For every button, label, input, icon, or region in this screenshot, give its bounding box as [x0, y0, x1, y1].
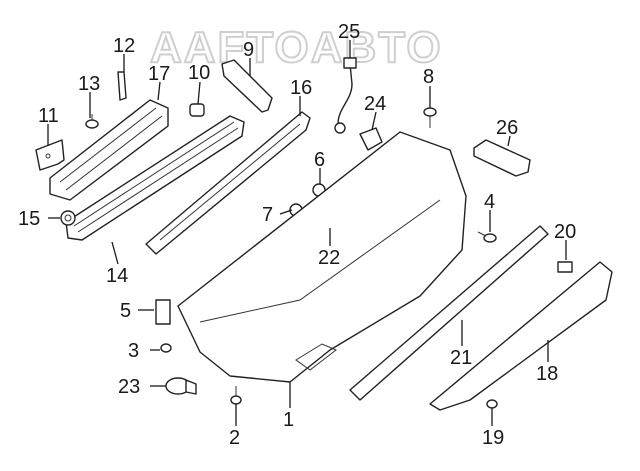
callout-23: 23 — [118, 376, 140, 398]
callout-9: 9 — [243, 39, 254, 61]
callout-11: 11 — [38, 105, 59, 127]
part-5-clip — [155, 299, 171, 325]
part-20-nut — [557, 261, 573, 273]
watermark-logo: AAFTOABTO — [150, 23, 443, 72]
part-4-bolt — [477, 231, 497, 243]
callout-18: 18 — [536, 363, 558, 385]
callout-25: 25 — [338, 21, 360, 43]
callout-17: 17 — [148, 63, 170, 85]
callout-20: 20 — [554, 221, 576, 243]
callout-14: 14 — [106, 265, 128, 287]
callout-22: 22 — [318, 247, 340, 269]
part-8-fastener — [423, 107, 437, 128]
callout-12: 12 — [113, 35, 135, 57]
part-3-screw — [160, 343, 172, 353]
callout-6: 6 — [314, 149, 325, 171]
part-14-reinforcement-beam — [65, 115, 245, 241]
callout-10: 10 — [188, 62, 210, 84]
part-24-sensor — [359, 127, 383, 151]
callout-1: 1 — [283, 409, 294, 431]
part-1-bumper-fascia — [177, 131, 467, 383]
part-23-parking-sensor — [165, 377, 197, 395]
part-2-screw — [230, 386, 242, 405]
part-26-bracket — [473, 139, 531, 177]
callout-13: 13 — [78, 73, 100, 95]
leader-lines — [47, 40, 567, 426]
part-19-clip — [486, 399, 498, 409]
callout-26: 26 — [496, 117, 518, 139]
callout-16: 16 — [290, 77, 312, 99]
part-9-bracket — [221, 59, 273, 113]
callout-5: 5 — [120, 300, 131, 322]
callout-8: 8 — [423, 66, 434, 88]
callout-21: 21 — [450, 347, 472, 369]
callout-15: 15 — [18, 208, 40, 230]
callout-4: 4 — [484, 191, 495, 213]
part-13-screw — [85, 114, 99, 129]
callout-19: 19 — [482, 427, 504, 449]
callout-3: 3 — [128, 340, 139, 362]
part-11-bracket — [35, 139, 65, 171]
part-21-reflector-strip — [349, 225, 549, 401]
callout-labels: 1 2 3 4 5 6 7 8 9 10 11 12 13 14 15 16 1… — [18, 21, 576, 449]
callout-2: 2 — [229, 427, 240, 449]
part-15-nut — [60, 210, 76, 226]
part-18-side-bracket — [429, 261, 613, 411]
part-10-grommet — [189, 103, 205, 117]
callout-7: 7 — [262, 204, 273, 226]
callout-24: 24 — [364, 93, 386, 115]
part-16-bumper-garnish — [145, 111, 311, 255]
part-12-clip — [117, 71, 127, 101]
part-17-energy-absorber — [49, 99, 169, 201]
